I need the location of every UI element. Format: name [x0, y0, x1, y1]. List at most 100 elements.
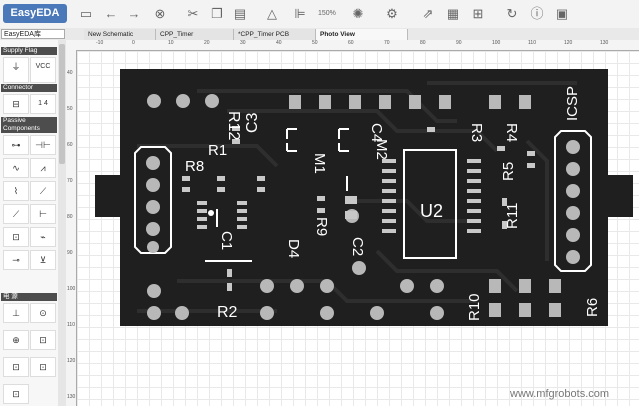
ruler-tick: 110 [67, 322, 75, 328]
ground-icon[interactable]: ⏚ [3, 57, 29, 83]
ruler-tick: 30 [240, 40, 246, 46]
varistor-icon[interactable]: ⌁ [30, 227, 56, 247]
label-r9: R9 [313, 217, 330, 236]
label-r8: R8 [185, 158, 204, 175]
ruler-tick: 40 [67, 70, 73, 76]
square-pads [289, 95, 561, 317]
ruler-tick: 90 [67, 250, 73, 256]
ruler-tick: 10 [168, 40, 174, 46]
label-m2: M2 [373, 139, 390, 160]
ruler-tick: 100 [492, 40, 501, 46]
undo-icon[interactable]: ← [104, 6, 118, 21]
label-r11: R11 [504, 203, 521, 229]
resistor-icon[interactable]: ⊶ [3, 135, 29, 155]
label-u2: U2 [420, 201, 443, 221]
ruler-tick: 20 [204, 40, 210, 46]
design-check-icon[interactable]: ✺ [352, 6, 364, 21]
section-supply-flag[interactable]: Supply Flag [1, 47, 57, 55]
header-connector-icon[interactable]: ⊟ [3, 94, 29, 114]
capacitor-icon[interactable]: ⊣⊢ [30, 135, 56, 155]
ruler-tick: 50 [312, 40, 318, 46]
cancel-icon[interactable]: ⊗ [154, 6, 166, 21]
watermark: www.mfgrobots.com [510, 388, 610, 400]
redo-icon[interactable]: → [127, 6, 141, 21]
polarized-capacitor-icon[interactable]: ⊢ [30, 204, 56, 224]
pcb-canvas[interactable]: R12 C3 R8 R1 C4 M2 M1 R9 R3 R4 ICSP U2 R… [77, 51, 639, 406]
ruler-tick: 80 [420, 40, 426, 46]
ruler-tick: 110 [528, 40, 536, 46]
chip-icon[interactable]: ▣ [555, 6, 569, 21]
label-r2: R2 [217, 304, 238, 321]
section-passive-components[interactable]: Passive Components [1, 117, 57, 133]
resistor-alt-icon[interactable]: ⌇ [3, 181, 29, 201]
ruler-tick: 70 [67, 178, 73, 184]
battery-icon[interactable]: ⊥ [3, 303, 29, 323]
thermistor-icon[interactable]: ⟋ [3, 204, 29, 224]
ruler-tick: 130 [67, 394, 76, 400]
sidebar-scroll-thumb[interactable] [59, 44, 65, 164]
main-toolbar: EasyEDA ▭ ← → ⊗ ✂ ❐ ▤ △ ⊫ 150% ✺ ⚙ ⇗ ▦ ⊞… [0, 0, 639, 29]
section-connector[interactable]: Connector [1, 84, 57, 92]
section-power[interactable]: 电 源 [1, 293, 57, 301]
align-icon[interactable]: ⊫ [294, 6, 306, 21]
image-icon[interactable]: ▦ [446, 6, 460, 21]
fuse-icon[interactable]: ⊸ [3, 250, 29, 270]
numbered-connector-icon[interactable]: 1 4 [30, 94, 56, 114]
voltage-probe-icon[interactable]: ⊡ [3, 357, 29, 377]
potentiometer-icon[interactable]: ⟋ [30, 181, 56, 201]
current-source-icon[interactable]: ⊡ [30, 330, 56, 350]
current-probe-icon[interactable]: ⊡ [30, 357, 56, 377]
vertical-ruler: 40 50 60 70 80 90 100 110 120 130 [66, 50, 77, 406]
label-r3: R3 [468, 123, 485, 142]
switch-icon[interactable]: ⊡ [3, 384, 29, 404]
vcc-icon[interactable]: VCC [30, 57, 56, 83]
label-r6: R6 [584, 298, 601, 317]
pcb-board-view[interactable]: R12 C3 R8 R1 C4 M2 M1 R9 R3 R4 ICSP U2 R… [77, 51, 639, 406]
ruler-tick: 70 [384, 40, 390, 46]
label-c2: C2 [349, 237, 366, 256]
header-pins-icsp [566, 140, 580, 264]
crystal-icon[interactable]: ⊡ [3, 227, 29, 247]
refresh-icon[interactable]: ↻ [506, 6, 518, 21]
tab-photo-view[interactable]: Photo View [316, 29, 408, 40]
tab-new-schematic[interactable]: New Schematic [84, 29, 156, 40]
label-d4: D4 [285, 239, 302, 258]
tab-cpp-timer-pcb[interactable]: *CPP_Timer PCB [234, 29, 316, 40]
ruler-tick: -10 [96, 40, 104, 46]
flip-icon[interactable]: △ [267, 6, 277, 21]
ruler-tick: 130 [600, 40, 609, 46]
ruler-tick: 0 [132, 40, 135, 46]
copy-icon[interactable]: ❐ [211, 6, 223, 21]
ruler-tick: 90 [456, 40, 462, 46]
label-r1: R1 [208, 142, 227, 159]
variable-resistor-icon[interactable]: ⩘ [30, 158, 56, 178]
paste-icon[interactable]: ▤ [233, 6, 247, 21]
library-select[interactable]: EasyEDA库 [1, 29, 65, 39]
label-r12: R12 [225, 111, 242, 140]
tab-cpp-timer[interactable]: CPP_Timer [156, 29, 234, 40]
trimmer-icon[interactable]: ⊻ [30, 250, 56, 270]
label-icsp: ICSP [564, 86, 581, 121]
inductor-icon[interactable]: ∿ [3, 158, 29, 178]
label-r5: R5 [500, 162, 517, 181]
label-r4: R4 [503, 123, 520, 142]
folder-icon[interactable]: ▭ [79, 6, 93, 21]
ruler-tick: 80 [67, 214, 73, 220]
silkscreen-outlines [134, 128, 592, 272]
ruler-tick: 40 [276, 40, 282, 46]
smd-pads [182, 126, 535, 291]
header-pins-left [146, 156, 160, 253]
ruler-tick: 60 [348, 40, 354, 46]
zoom-select[interactable]: 150% [318, 10, 336, 17]
export-icon[interactable]: ⇗ [422, 6, 434, 21]
info-icon[interactable]: ⓘ [530, 6, 544, 21]
ac-source-icon[interactable]: ⊙ [30, 303, 56, 323]
ruler-tick: 100 [67, 286, 76, 292]
dc-source-icon[interactable]: ⊕ [3, 330, 29, 350]
ruler-tick: 120 [564, 40, 573, 46]
pcb-traces [137, 81, 577, 313]
cut-icon[interactable]: ✂ [187, 6, 199, 21]
settings-icon[interactable]: ⚙ [386, 6, 398, 21]
save-folder-icon[interactable]: ⊞ [472, 6, 484, 21]
label-c4: C4 [368, 123, 385, 142]
